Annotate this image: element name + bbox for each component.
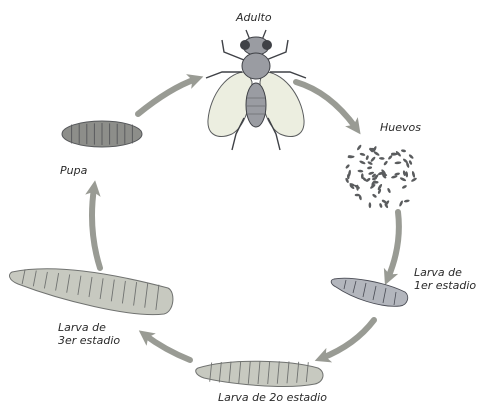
egg [394,172,400,176]
egg [411,177,418,183]
stage-label-adult: Adulto [236,11,272,24]
egg [408,154,414,160]
egg [411,171,415,178]
fly-abdomen [246,83,266,127]
egg [401,149,406,153]
arrow-icon-larva2-to-larva3 [145,335,190,360]
fly-icon [206,30,306,150]
arrow-icon-larva3-to-pupa [92,188,100,268]
stage-label-larva2: Larva de 2o estadio [218,391,327,404]
egg [404,199,410,203]
stage-label-larva3-line1: Larva de [58,321,106,334]
egg [357,170,363,173]
egg [408,160,412,165]
egg-cluster-icon [345,144,418,209]
egg [365,155,369,160]
stage-label-larva3-line2: 3er estadio [58,334,120,347]
stage-label-eggs: Huevos [380,121,421,134]
larva-icon-2nd-instar [196,361,323,386]
stage-label-larva1-line2: 1er estadio [414,279,476,292]
egg [399,200,404,207]
pupa-icon [62,121,142,147]
egg [369,202,372,208]
egg [399,177,406,182]
fly-thorax [242,53,270,79]
egg [405,171,408,177]
egg [359,152,365,156]
egg [383,160,388,166]
egg [391,175,398,179]
arrow-icon-adult-to-eggs [296,82,356,128]
larva-icon-1st-instar [331,278,408,306]
egg [387,188,392,194]
egg [372,193,378,198]
egg [345,164,350,169]
egg [394,161,401,164]
egg [379,157,385,160]
egg [401,184,407,189]
arrow-icon-pupa-to-adult [138,79,196,114]
arrow-icon-eggs-to-larva1 [388,212,399,278]
stage-label-larva1-line1: Larva de [414,266,462,279]
larva-icon-3rd-instar [10,269,173,315]
arrow-icon-larva1-to-larva2 [322,320,374,358]
egg [379,203,383,208]
egg [367,166,372,170]
egg [370,156,376,162]
fly-left-wing [208,72,252,137]
egg [359,160,366,165]
egg [356,144,362,151]
cycle-arrows [92,79,399,360]
stage-label-pupa: Pupa [60,164,87,177]
